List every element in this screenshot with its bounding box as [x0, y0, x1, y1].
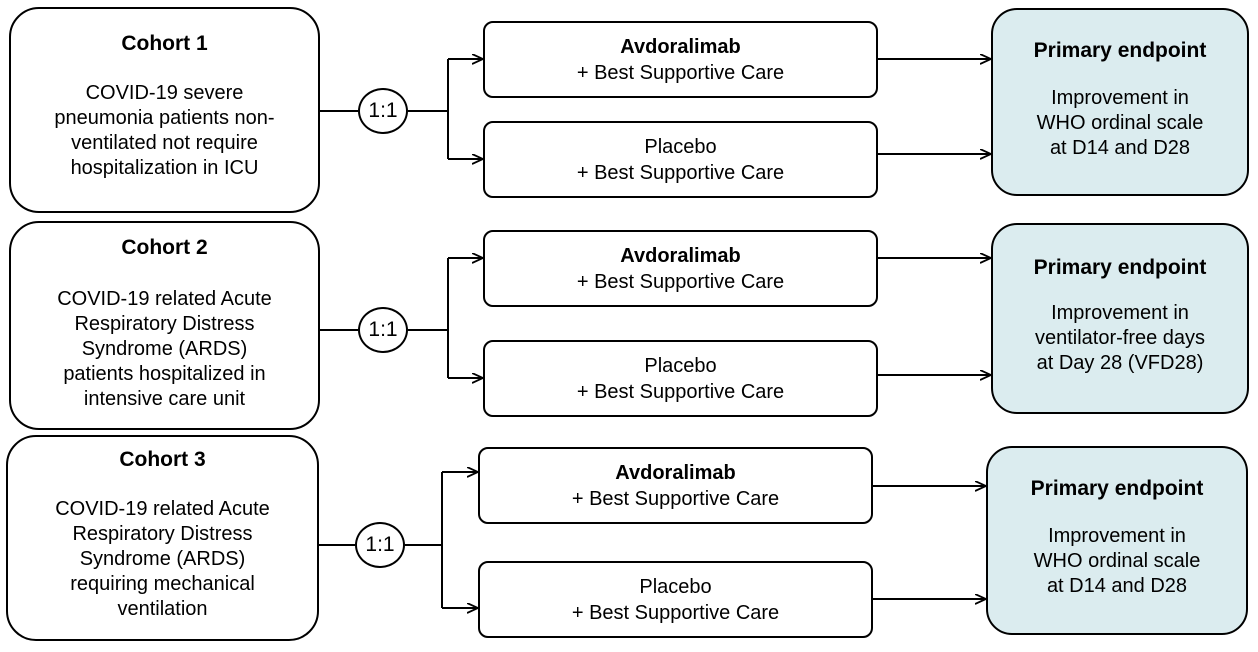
cohort-1-title: Cohort 1 — [121, 32, 208, 55]
endpoint-description: Improvement in WHO ordinal scale at D14 … — [1036, 87, 1204, 159]
endpoint-description: Improvement in ventilator-free days at D… — [1034, 302, 1206, 374]
cohort-1-ratio: 1:1 — [358, 88, 408, 134]
cohort-1-box: Cohort 1 COVID-19 severe pneumonia patie… — [9, 7, 320, 213]
arm-name: Avdoralimab — [620, 35, 741, 58]
cohort-3-arm-placebo: Placebo + Best Supportive Care — [478, 561, 873, 638]
arm-sub: + Best Supportive Care — [571, 487, 780, 510]
arm-name: Placebo — [644, 135, 717, 158]
arm-name: Placebo — [639, 575, 712, 598]
arm-sub: + Best Supportive Care — [571, 601, 780, 624]
cohort-3-arm-avdoralimab: Avdoralimab + Best Supportive Care — [478, 447, 873, 524]
cohort-1-description: COVID-19 severe pneumonia patients non- … — [54, 82, 275, 179]
cohort-3-ratio: 1:1 — [355, 522, 405, 568]
cohort-2-title: Cohort 2 — [121, 236, 208, 259]
arm-sub: + Best Supportive Care — [576, 270, 785, 293]
cohort-1-endpoint: Primary endpoint Improvement in WHO ordi… — [991, 8, 1249, 196]
arm-sub: + Best Supportive Care — [576, 380, 785, 403]
cohort-2-ratio: 1:1 — [358, 307, 408, 353]
endpoint-description: Improvement in WHO ordinal scale at D14 … — [1033, 525, 1201, 597]
cohort-3-description: COVID-19 related Acute Respiratory Distr… — [55, 498, 270, 620]
cohort-2-arm-placebo: Placebo + Best Supportive Care — [483, 340, 878, 417]
endpoint-title: Primary endpoint — [1030, 477, 1204, 500]
cohort-1-arm-avdoralimab: Avdoralimab + Best Supportive Care — [483, 21, 878, 98]
cohort-2-arm-avdoralimab: Avdoralimab + Best Supportive Care — [483, 230, 878, 307]
arm-sub: + Best Supportive Care — [576, 161, 785, 184]
cohort-2-endpoint: Primary endpoint Improvement in ventilat… — [991, 223, 1249, 414]
arm-sub: + Best Supportive Care — [576, 61, 785, 84]
arm-name: Avdoralimab — [615, 461, 736, 484]
cohort-3-endpoint: Primary endpoint Improvement in WHO ordi… — [986, 446, 1248, 635]
cohort-2-description: COVID-19 related Acute Respiratory Distr… — [57, 288, 272, 410]
cohort-3-title: Cohort 3 — [119, 448, 206, 471]
endpoint-title: Primary endpoint — [1033, 256, 1207, 279]
cohort-2-box: Cohort 2 COVID-19 related Acute Respirat… — [9, 221, 320, 430]
arm-name: Placebo — [644, 354, 717, 377]
cohort-1-arm-placebo: Placebo + Best Supportive Care — [483, 121, 878, 198]
arm-name: Avdoralimab — [620, 244, 741, 267]
cohort-3-box: Cohort 3 COVID-19 related Acute Respirat… — [6, 435, 319, 641]
endpoint-title: Primary endpoint — [1033, 39, 1207, 62]
